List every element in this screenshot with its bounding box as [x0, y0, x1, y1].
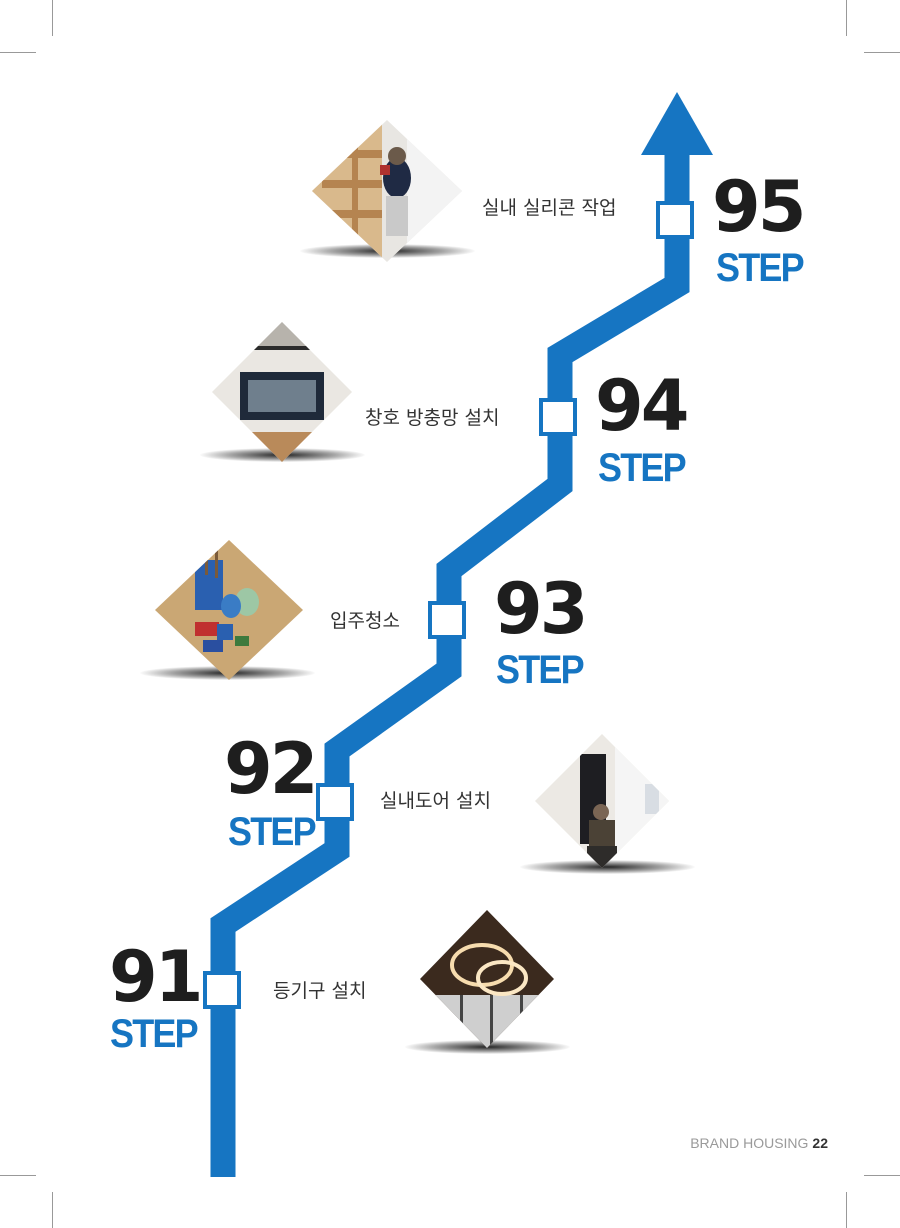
step-title: 등기구 설치 — [273, 980, 367, 1002]
step-94-marker — [539, 398, 577, 436]
step-title: 창호 방충망 설치 — [365, 407, 500, 429]
step-number: 94 — [595, 365, 689, 447]
step-title: 실내도어 설치 — [380, 790, 491, 812]
arrow-up-icon — [641, 92, 713, 155]
step-label: STEP — [716, 246, 805, 290]
cleaning-buckets-photo — [155, 540, 303, 680]
step-number: 93 — [494, 568, 588, 650]
crop-mark — [0, 1175, 36, 1176]
step-label: STEP — [228, 810, 317, 854]
crop-mark — [864, 1175, 900, 1176]
crop-mark — [846, 0, 847, 36]
step-label: STEP — [496, 648, 585, 692]
window-screen-photo — [212, 322, 352, 462]
crop-mark — [0, 52, 36, 53]
page-number: 22 — [812, 1135, 828, 1151]
step-label: STEP — [598, 446, 687, 490]
step-title: 입주청소 — [330, 610, 400, 632]
step-title: 실내 실리콘 작업 — [482, 197, 617, 219]
step-number: 95 — [712, 166, 806, 248]
step-number: 91 — [109, 936, 203, 1018]
worker-silicone-shelf-photo — [312, 120, 462, 262]
step-number: 92 — [224, 728, 318, 810]
step-92-marker — [316, 783, 354, 821]
brand-name: BRAND HOUSING — [690, 1135, 809, 1151]
step-label: STEP — [110, 1012, 199, 1056]
ring-light-fixture-photo — [420, 910, 554, 1048]
step-91-marker — [203, 971, 241, 1009]
worker-door-photo — [535, 734, 669, 868]
step-93-marker — [428, 601, 466, 639]
crop-mark — [846, 1192, 847, 1228]
photo-shadow — [520, 860, 695, 874]
crop-mark — [864, 52, 900, 53]
step-95-marker — [656, 201, 694, 239]
crop-mark — [52, 0, 53, 36]
crop-mark — [52, 1192, 53, 1228]
